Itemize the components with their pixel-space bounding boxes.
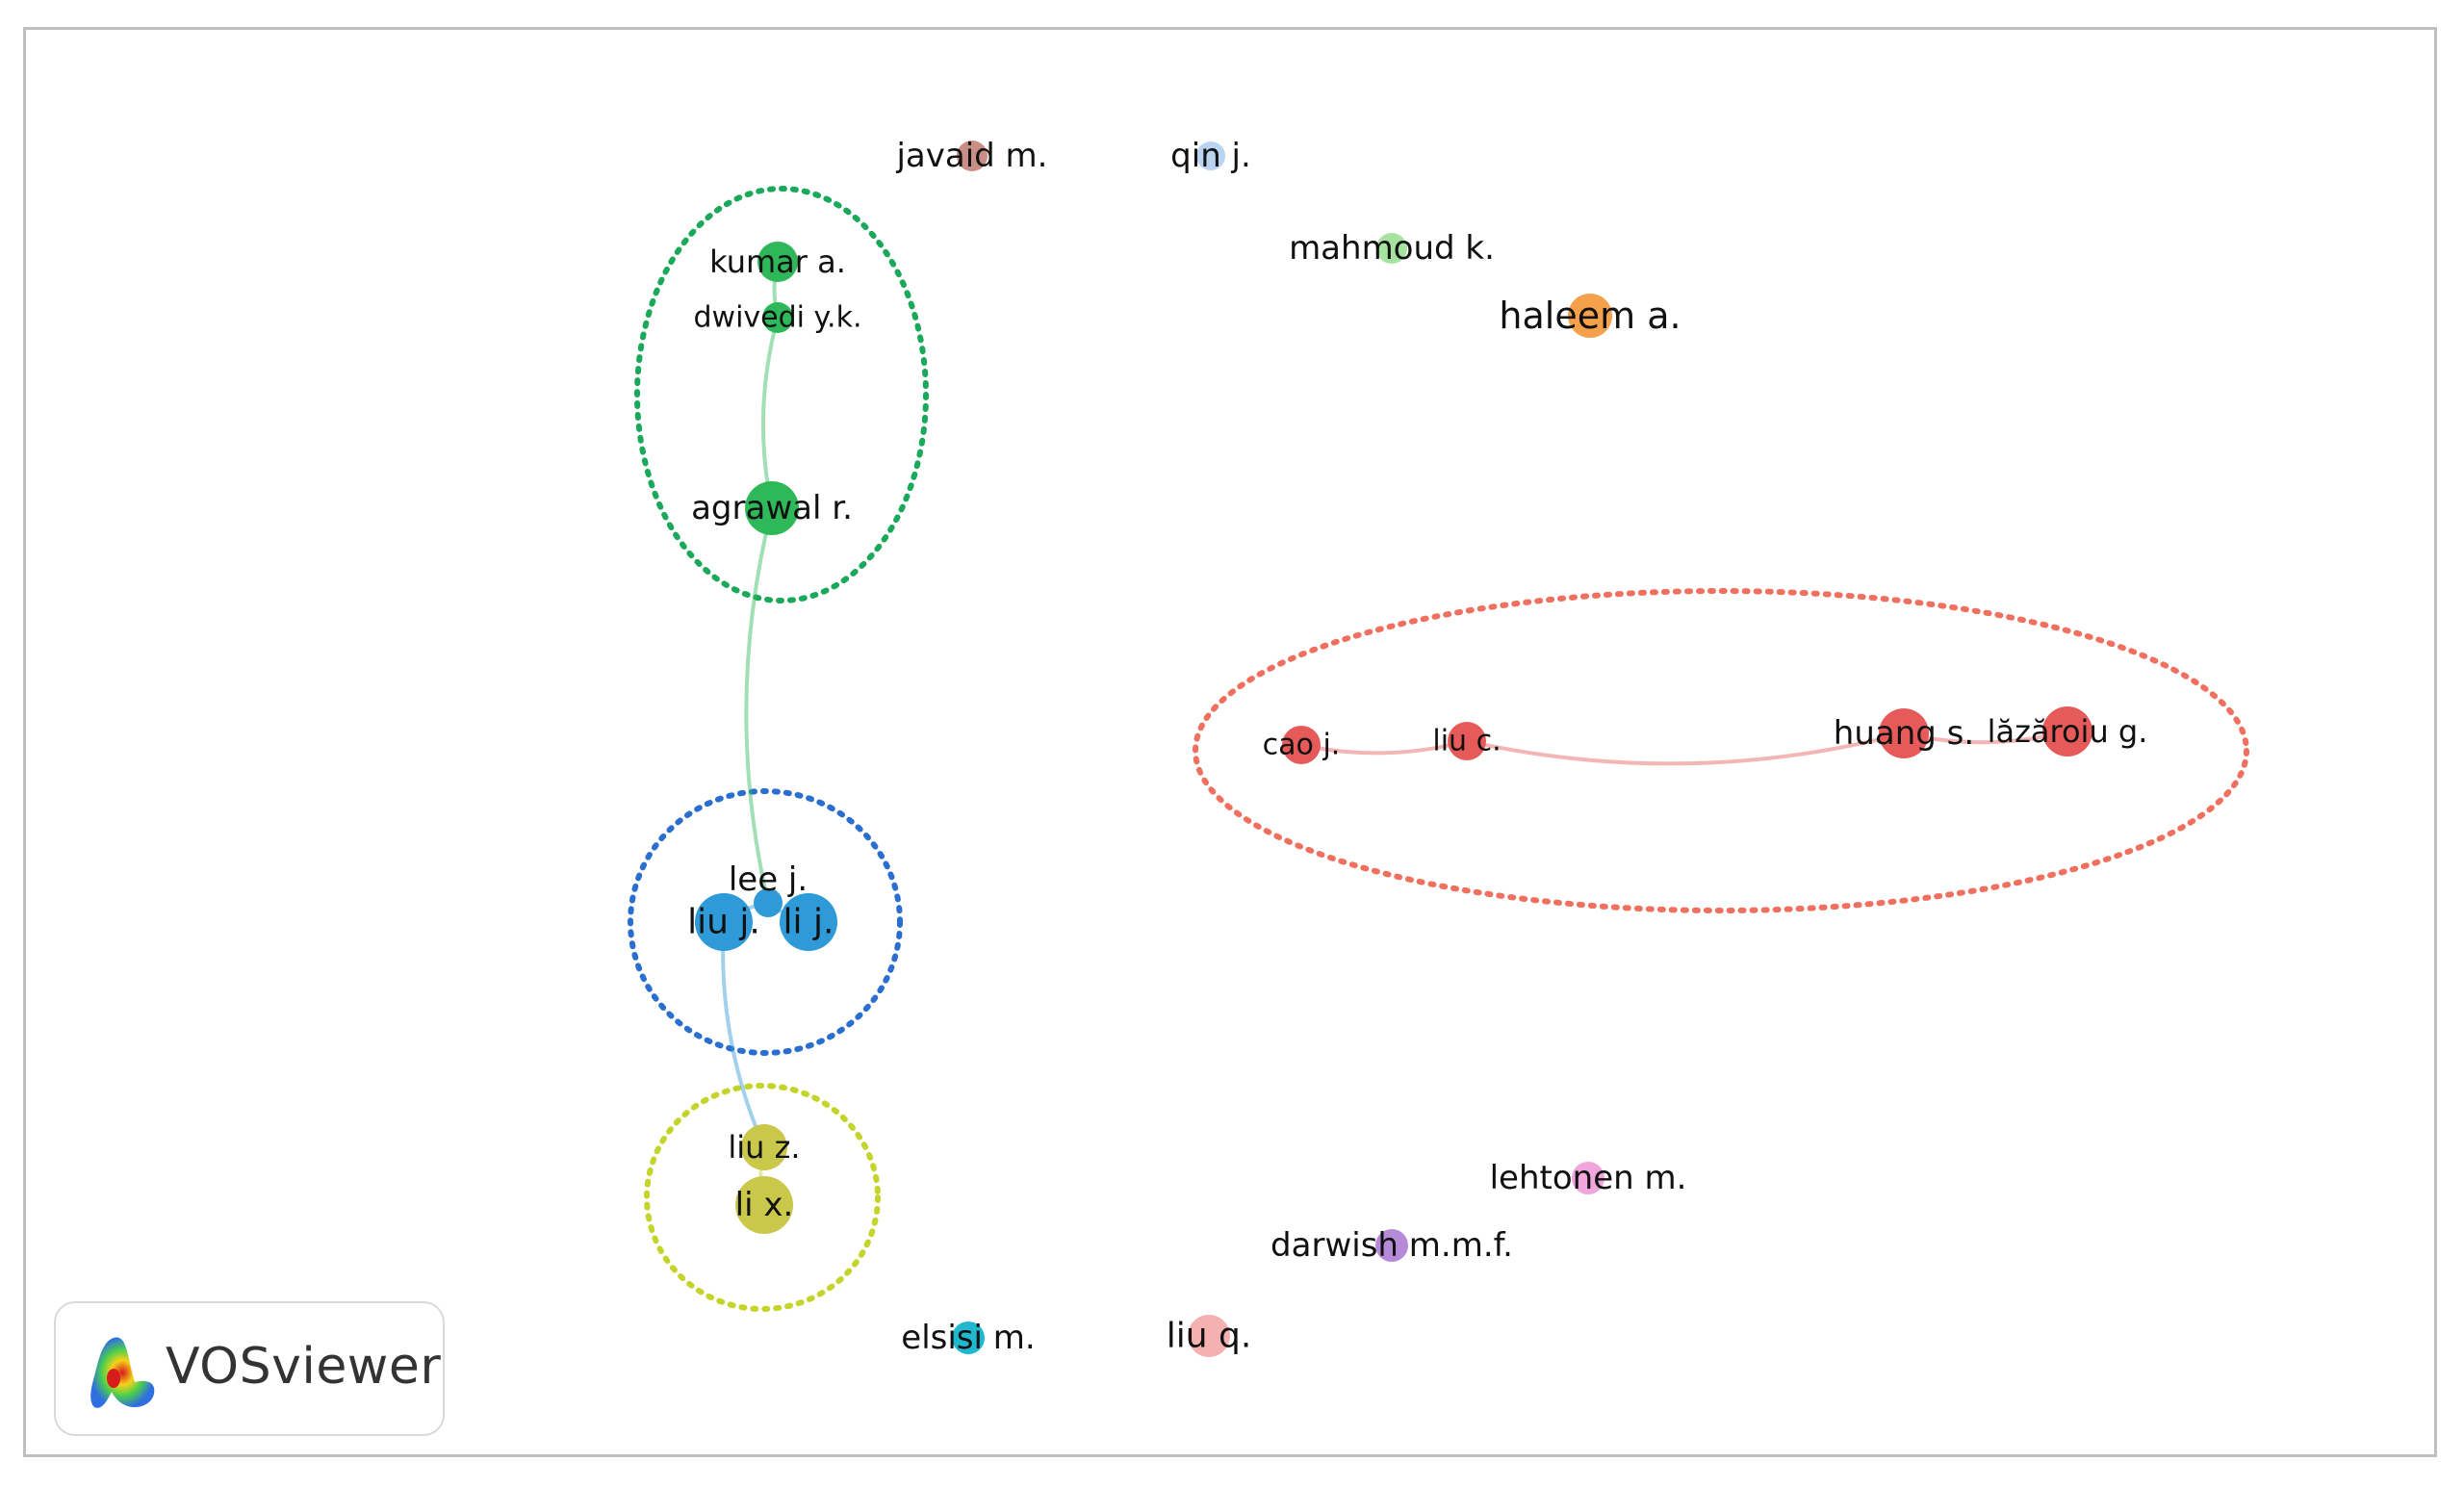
node-liuj[interactable] (695, 893, 753, 951)
node-lix[interactable] (735, 1176, 793, 1234)
node-label-liuz[interactable]: liu z. (728, 1129, 800, 1166)
brand-name: VOSviewer (166, 1338, 442, 1396)
node-label-qin[interactable]: qin j. (1170, 137, 1251, 175)
node-liuz[interactable] (741, 1124, 787, 1170)
node-darwish[interactable] (1375, 1229, 1408, 1262)
node-mahmoud[interactable] (1376, 233, 1407, 264)
node-haleem[interactable] (1568, 294, 1612, 338)
node-qin[interactable] (1196, 141, 1225, 170)
cluster-outline-blue (628, 788, 903, 1056)
link-liuj-liuz (721, 921, 766, 1148)
vosviewer-logo: VOSviewer (54, 1301, 445, 1436)
node-label-liuq[interactable]: liu q. (1167, 1317, 1252, 1356)
node-label-lehtonen[interactable]: lehtonen m. (1490, 1159, 1687, 1197)
node-label-lix[interactable]: li x. (735, 1186, 794, 1224)
node-dwivedi[interactable] (762, 302, 793, 333)
node-huang[interactable] (1879, 708, 1929, 758)
cluster-outline-yellow (644, 1083, 881, 1312)
node-cao[interactable] (1282, 726, 1321, 764)
link-liuc-huang (1466, 731, 1905, 766)
node-label-agrawal[interactable]: agrawal r. (691, 489, 853, 527)
node-label-liuj[interactable]: liu j. (687, 903, 760, 942)
link-dwivedi-agrawal (760, 317, 780, 509)
node-label-lij[interactable]: li j. (783, 903, 834, 942)
link-agrawal-lee (744, 507, 774, 904)
node-label-darwish[interactable]: darwish m.m.f. (1270, 1226, 1513, 1265)
node-lehtonen[interactable] (1572, 1162, 1604, 1194)
node-lij[interactable] (780, 893, 837, 951)
node-lee[interactable] (754, 888, 783, 917)
node-elsisi[interactable] (952, 1321, 985, 1354)
node-javaid[interactable] (957, 141, 988, 171)
node-label-dwivedi[interactable]: dwivedi y.k. (694, 301, 862, 335)
node-liuq[interactable] (1188, 1315, 1230, 1357)
node-label-lee[interactable]: lee j. (729, 860, 808, 899)
node-label-huang[interactable]: huang s. (1834, 714, 1974, 753)
cluster-outline-red (1193, 588, 2249, 913)
node-agrawal[interactable] (745, 481, 799, 535)
link-cao-liuc (1300, 739, 1468, 756)
vosviewer-icon (90, 1337, 155, 1408)
node-label-haleem[interactable]: haleem a. (1499, 295, 1681, 337)
node-lazaroiu[interactable] (2042, 706, 2092, 757)
node-label-kumar[interactable]: kumar a. (709, 244, 846, 280)
node-label-cao[interactable]: cao j. (1263, 729, 1341, 762)
node-label-javaid[interactable]: javaid m. (895, 137, 1047, 175)
node-label-lazaroiu[interactable]: lăzăroiu g. (1988, 713, 2148, 750)
node-label-mahmoud[interactable]: mahmoud k. (1289, 229, 1495, 268)
node-kumar[interactable] (757, 242, 798, 282)
node-label-liuc[interactable]: liu c. (1432, 725, 1501, 758)
network-canvas (23, 27, 2437, 1457)
node-liuc[interactable] (1448, 722, 1486, 760)
node-label-elsisi[interactable]: elsisi m. (901, 1319, 1035, 1357)
cluster-outline-green (634, 186, 929, 603)
